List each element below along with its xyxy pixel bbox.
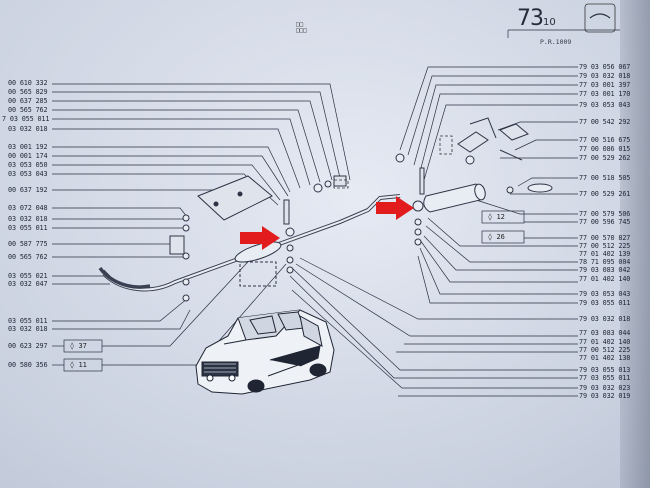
left-ref: 03 032 018 [8,125,48,133]
top-mark: □□ □□□ [296,21,307,34]
right-ref: 77 00 516 675 [579,136,631,144]
right-ref: 77 00 529 261 [579,190,631,198]
right-ref: 77 01 402 140 [579,338,631,346]
left-ref: 00 623 297 [8,342,48,350]
right-ref: 79 03 032 018 [579,72,631,80]
left-ref: 00 565 762 [8,253,48,261]
right-ref: 79 03 083 042 [579,266,631,274]
left-ref: 00 580 356 [8,361,48,369]
right-ref: 77 00 512 225 [579,242,631,250]
right-ref: 79 03 055 011 [579,299,631,307]
left-ref: 03 055 011 [8,224,48,232]
left-ref: 03 053 043 [8,170,48,178]
left-ref: 03 032 018 [8,325,48,333]
left-ref: 00 001 174 [8,152,48,160]
right-ref: 77 03 001 170 [579,90,631,98]
right-ref: 77 03 001 397 [579,81,631,89]
left-ref: 03 072 048 [8,204,48,212]
right-ref: 79 03 032 018 [579,315,631,323]
left-ref: 00 637 192 [8,186,48,194]
right-ref: 77 00 596 745 [579,218,631,226]
left-ref: 03 032 047 [8,280,48,288]
left-ref: 03 001 192 [8,143,48,151]
right-ref: 79 03 056 067 [579,63,631,71]
left-ref: 03 055 011 [8,317,48,325]
left-ref: 00 637 285 [8,97,48,105]
left-ref: 03 055 021 [8,272,48,280]
right-ref: 79 03 032 019 [579,392,631,400]
right-ref: 77 00 579 506 [579,210,631,218]
right-ref: 77 01 402 138 [579,354,631,362]
right-ref: 79 03 053 043 [579,101,631,109]
left-ref: 00 587 775 [8,240,48,248]
left-ref: 00 565 762 [8,106,48,114]
right-box-qty: ◊ 26 [488,233,505,241]
right-ref: 77 03 083 044 [579,329,631,337]
right-ref: 77 00 542 292 [579,118,631,126]
left-ref: 7 03 055 011 [2,115,50,123]
arrow-front-joint [240,226,280,250]
section-number: 7310 [517,6,556,31]
right-ref: 77 00 086 015 [579,145,631,153]
right-ref: 79 03 032 023 [579,384,631,392]
right-ref: 77 00 512 225 [579,346,631,354]
right-ref: 77 00 518 505 [579,174,631,182]
page-fold-shadow [620,0,650,488]
left-box-qty: ◊ 37 [70,342,87,350]
right-ref: 77 01 402 139 [579,250,631,258]
right-ref: 79 03 055 013 [579,366,631,374]
arrow-rear-joint [376,196,414,220]
right-ref: 77 00 570 827 [579,234,631,242]
left-ref: 00 565 829 [8,88,48,96]
right-ref: 77 03 055 011 [579,374,631,382]
right-ref: 77 00 529 262 [579,154,631,162]
right-ref: 78 71 095 004 [579,258,631,266]
right-box-qty: ◊ 12 [488,213,505,221]
left-box-qty: ◊ 11 [70,361,87,369]
right-ref: 77 01 402 140 [579,275,631,283]
left-ref: 03 032 018 [8,215,48,223]
pr-code: P.R.1009 [540,38,572,46]
left-ref: 03 053 050 [8,161,48,169]
left-ref: 00 610 332 [8,79,48,87]
right-ref: 79 03 053 043 [579,290,631,298]
